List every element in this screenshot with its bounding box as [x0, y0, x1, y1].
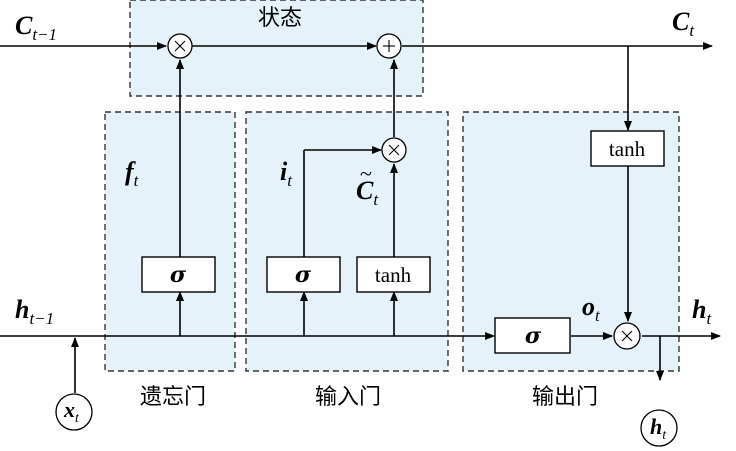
c-tilde-mark: ~	[360, 161, 372, 186]
input-gate-region	[245, 111, 449, 372]
forget-gate-title: 遗忘门	[140, 385, 206, 410]
input-tanh-block	[356, 256, 431, 293]
input-sigma-block	[266, 256, 341, 293]
h-out-node: ht	[640, 409, 678, 447]
forget-sigma-label: σ	[170, 262, 187, 288]
h-prev-label: ht−1	[15, 295, 54, 328]
output-sigma-block	[494, 317, 571, 354]
output-sigma-label: σ	[525, 323, 542, 349]
c-tilde-label: Ct	[356, 176, 379, 209]
output-tanh-label: tanh	[609, 137, 646, 161]
h-t-label: ht	[692, 295, 712, 328]
forget-sigma-block	[141, 256, 216, 293]
svg-text:xt: xt	[63, 397, 80, 426]
output-multiply-operator	[613, 322, 641, 350]
o-t-label: ot	[582, 292, 601, 325]
output-gate-title: 输出门	[532, 385, 598, 410]
f-t-label: ft	[125, 157, 140, 190]
i-t-label: it	[280, 157, 293, 190]
input-sigma-label: σ	[295, 262, 312, 288]
input-tanh-label: tanh	[375, 263, 412, 287]
state-title: 状态	[258, 6, 302, 31]
x-t-node: xt	[55, 393, 93, 431]
c-t-label: Ct	[672, 7, 695, 40]
output-tanh-block	[590, 130, 665, 167]
cell-add-operator	[376, 33, 402, 59]
input-multiply-operator	[381, 137, 407, 163]
forget-multiply-operator	[167, 33, 193, 59]
c-prev-label: Ct−1	[15, 11, 57, 44]
input-gate-title: 输入门	[315, 385, 381, 410]
svg-text:ht: ht	[650, 414, 667, 443]
forget-gate-region	[104, 111, 236, 372]
